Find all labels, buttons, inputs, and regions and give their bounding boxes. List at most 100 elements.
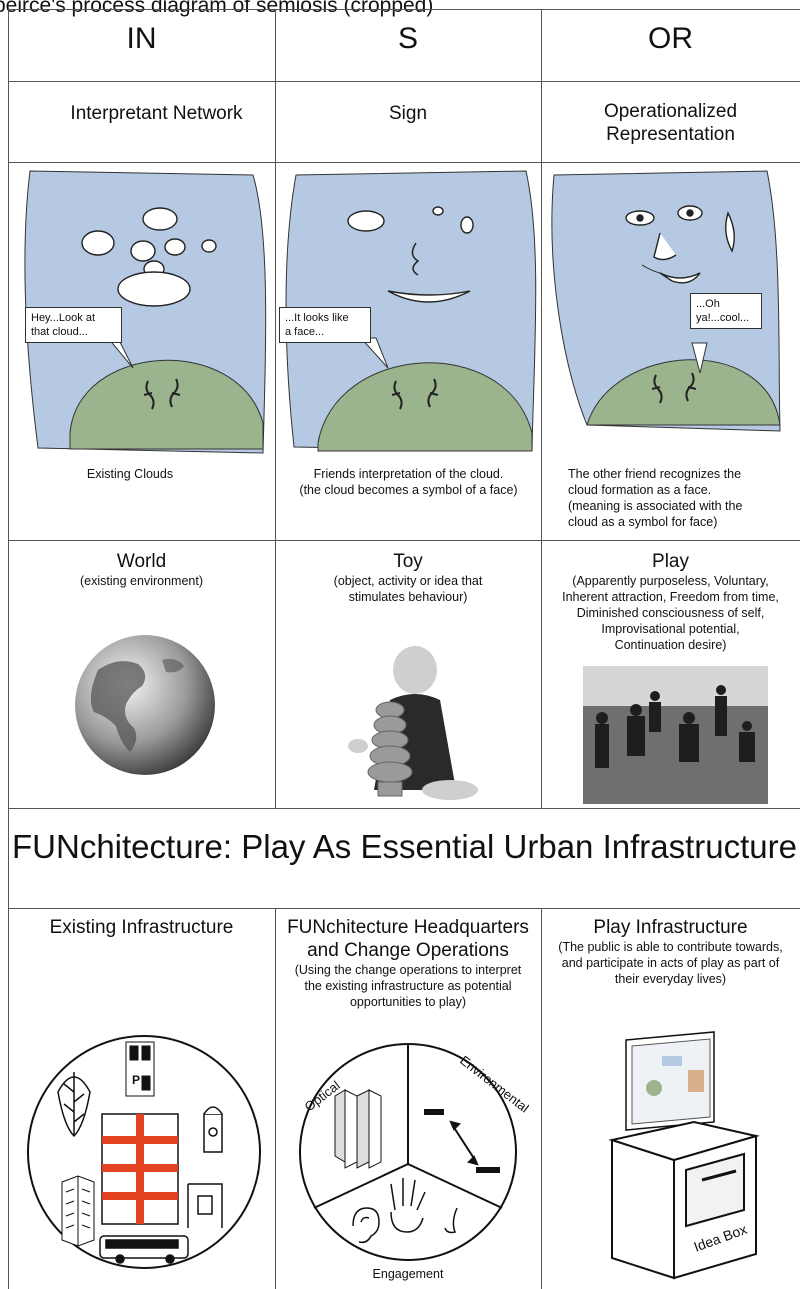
cloud-scene-2 [285, 170, 537, 452]
cloud-scene-1 [24, 170, 267, 454]
existing-infrastructure-title: Existing Infrastructure [49, 917, 234, 938]
play-subtitle-line: Improvisational potential, [601, 622, 740, 636]
cloud-mouth [387, 290, 471, 303]
cloud-eye [460, 216, 474, 234]
play-subtitle-line: Inherent attraction, Freedom from time, [562, 590, 779, 604]
highrise-icon [61, 1175, 95, 1247]
engagement-label: Engagement [372, 1267, 444, 1281]
grid-line [8, 81, 800, 82]
globe-image [75, 635, 215, 775]
caption-line: (meaning is associated with the [568, 499, 743, 513]
cloud-eye [347, 210, 385, 232]
top-caption: peirce's process diagram of semiosis (cr… [0, 0, 434, 17]
play-subtitle-line: (Apparently purposeless, Voluntary, [572, 574, 769, 588]
play-infra-title: Play Infrastructure [593, 917, 748, 938]
grid-line [8, 808, 800, 809]
nose-icon [444, 1207, 458, 1234]
label-line: Representation [606, 124, 735, 145]
speech-bubble-2: ...It looks like a face... [279, 307, 371, 343]
caption-line: The other friend recognizes the [568, 467, 742, 481]
parking-lot [125, 1041, 155, 1097]
building-grid [101, 1113, 179, 1225]
world-block: World (existing environment) [8, 550, 275, 589]
leaf-icon [57, 1072, 91, 1138]
bubble-text: a face... [285, 326, 325, 338]
column-header-or: OR [648, 22, 693, 55]
caption-line: (the cloud becomes a symbol of a face) [299, 483, 518, 497]
grid-line [275, 908, 276, 1289]
cloud-scene-3 [551, 170, 781, 432]
bubble-text: ...Oh [696, 298, 720, 310]
ear-icon [352, 1207, 380, 1244]
baby-with-toy-image [348, 646, 478, 800]
cloud [201, 239, 217, 253]
sign-label: Sign [388, 103, 428, 124]
bus-stop-icon [187, 1183, 223, 1228]
cloud-eye [432, 206, 444, 216]
caption-line: cloud formation as a face. [568, 483, 712, 497]
grid-line [8, 9, 9, 1289]
caption-friends-interpretation: Friends interpretation of the cloud. (th… [276, 466, 541, 498]
play-title: Play [652, 551, 689, 572]
idea-box-image: Idea Box [608, 1031, 760, 1280]
face-mouth [659, 272, 701, 284]
grid-line [8, 162, 800, 163]
fire-hydrant-icon [203, 1106, 223, 1153]
speech-bubble-1: Hey...Look at that cloud... [25, 307, 122, 343]
cloud [164, 238, 186, 256]
world-title: World [116, 551, 167, 572]
grid-line [8, 9, 800, 10]
change-title-line: and Change Operations [307, 940, 509, 961]
play-infra-subtitle-line: and participate in acts of play as part … [561, 956, 780, 970]
caption-other-friend: The other friend recognizes the cloud fo… [568, 466, 798, 530]
caption-existing-clouds: Existing Clouds [86, 467, 174, 481]
change-subtitle-line: opportunities to play) [349, 995, 467, 1009]
bus-icon [99, 1235, 189, 1264]
cloud [130, 240, 156, 262]
play-subtitle-line: Diminished consciousness of self, [576, 606, 765, 620]
toy-subtitle-line: (object, activity or idea that [333, 574, 483, 588]
poster-board [625, 1031, 715, 1131]
play-infra-subtitle-line: their everyday lives) [614, 972, 727, 986]
change-subtitle-line: (Using the change operations to interpre… [294, 963, 522, 977]
world-subtitle: (existing environment) [80, 574, 203, 588]
play-subtitle-line: Continuation desire) [614, 638, 727, 652]
face-nose [653, 232, 677, 261]
cloud [81, 230, 115, 256]
operationalized-representation-label: Operationalized Representation [541, 100, 800, 146]
speech-bubble-3: ...Oh ya!...cool... [690, 293, 762, 329]
change-operations-diagram: Optical Environmental [299, 1043, 529, 1261]
folded-panels-icon [334, 1089, 382, 1169]
box-body [608, 1120, 760, 1280]
caption-line: cloud as a symbol for face) [568, 515, 718, 529]
toy-subtitle-line: stimulates behaviour) [348, 590, 468, 604]
interpretant-network-label: Interpretant Network [70, 103, 243, 124]
bubble-text: that cloud... [31, 326, 88, 338]
toy-block: Toy (object, activity or idea that stimu… [275, 550, 541, 605]
column-header-s: S [397, 22, 418, 55]
grid-line [8, 540, 800, 541]
grid-line [541, 908, 542, 1289]
main-heading: FUNchitecture: Play As Essential Urban I… [12, 828, 797, 865]
face-ear [725, 211, 735, 253]
existing-infrastructure-diagram: P [27, 1035, 261, 1269]
cloud [142, 207, 178, 231]
play-photo [583, 666, 768, 804]
parking-sign: P [132, 1073, 140, 1087]
change-subtitle-line: the existing infrastructure as potential [304, 979, 512, 993]
grid-line [8, 908, 800, 909]
hand-icon [390, 1178, 426, 1233]
bubble-text: Hey...Look at [31, 312, 95, 324]
bubble-text: ...It looks like [285, 312, 349, 324]
arrow-icon [424, 1109, 500, 1173]
grid-line [541, 9, 542, 808]
label-line: Operationalized [603, 101, 738, 122]
play-block: Play (Apparently purposeless, Voluntary,… [541, 550, 800, 653]
cloud [117, 271, 191, 307]
bubble-text: ya!...cool... [696, 312, 750, 324]
change-title-line: FUNchitecture Headquarters [287, 917, 529, 938]
play-infra-subtitle-line: (The public is able to contribute toward… [558, 940, 783, 954]
column-header-in: IN [126, 22, 157, 55]
grid-line [275, 9, 276, 808]
caption-line: Friends interpretation of the cloud. [313, 467, 504, 481]
